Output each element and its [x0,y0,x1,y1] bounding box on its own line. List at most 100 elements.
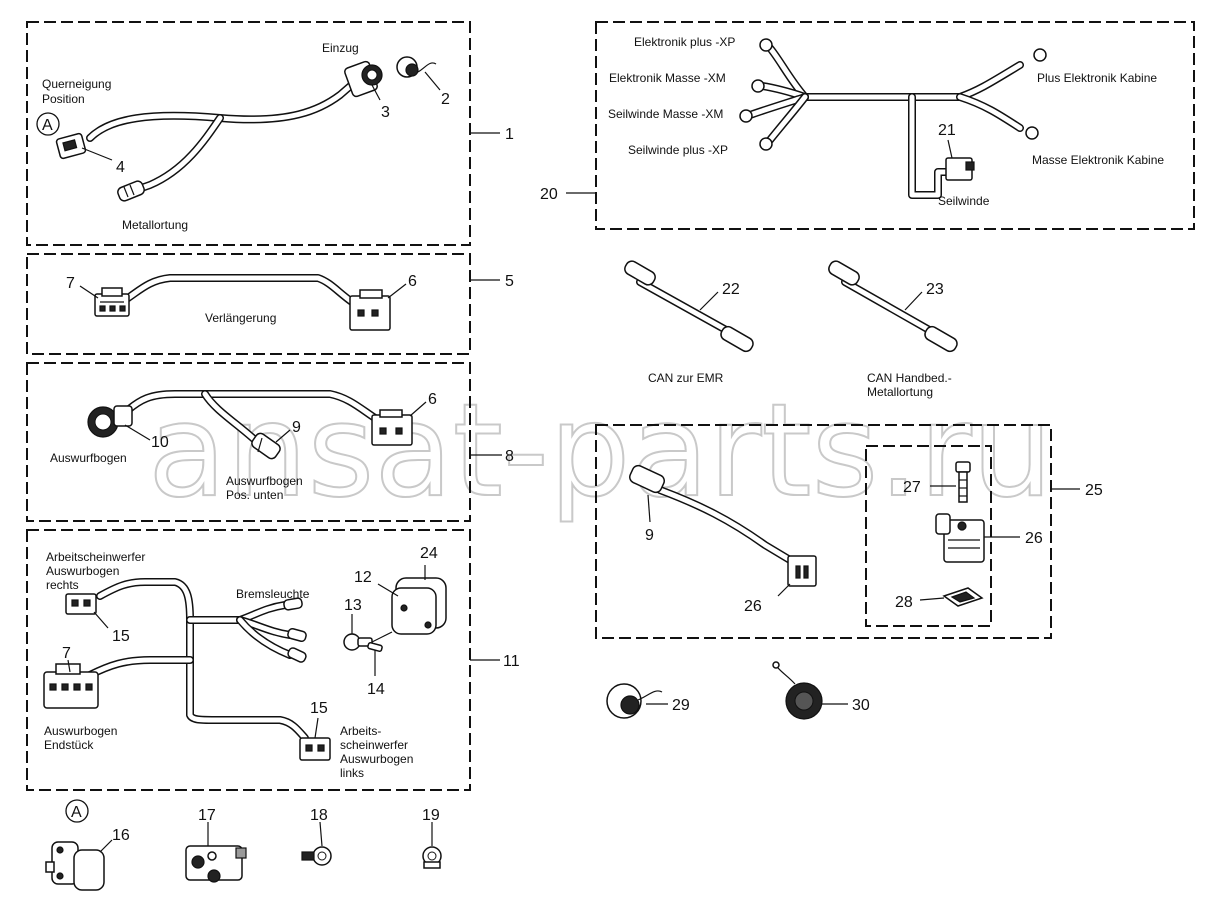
can-cable-22: 22 [624,260,754,353]
item-10-number: 10 [151,434,169,451]
label-auswurfbogen: Auswurfbogen [50,451,127,465]
can-cable-23: 23 [828,260,958,353]
callout-a-circle-2 [65,799,89,823]
group-8-auswurfbogen: 8 Auswurfbogen Auswurfbogen Pos. unten 1… [26,362,514,522]
item-24-number: 24 [420,545,438,562]
item-18-number: 18 [310,807,328,824]
cap-30 [772,661,823,720]
label-masse-kabine: Masse Elektronik Kabine [1032,153,1164,167]
item-12-number: 12 [354,569,372,586]
label-seilwinde: Seilwinde [938,194,990,208]
clamp-19 [422,846,442,869]
label-bremsleuchte: Bremsleuchte [236,587,310,601]
label-metallortung: Metallortung [122,218,188,232]
item-14-number: 14 [367,681,385,698]
connector-4 [55,132,87,160]
connector-6a [349,289,391,331]
clip-14 [367,641,383,653]
item-20-number: 20 [540,186,558,203]
valve-plug-26b [935,513,985,563]
item-7a-number: 7 [66,275,75,292]
cap-29 [606,683,663,719]
connector-9b [629,464,665,494]
metallortung-plug [117,180,145,202]
caps-29-30: 29 30 [606,661,870,720]
item-6b-number: 6 [428,391,437,408]
label-can-emr: CAN zur EMR [648,371,724,385]
connector-7b [43,663,99,709]
callout-a-circle [36,112,60,136]
item-4-number: 4 [116,159,125,176]
label-verlaengerung: Verlängerung [205,311,276,325]
item-16-number: 16 [112,827,130,844]
label-arbeits-l3: Auswurbogen [340,752,413,766]
item-26a-number: 26 [744,598,762,615]
group-5-box [26,253,471,355]
item-25-number: 25 [1085,482,1103,499]
item-13-number: 13 [344,597,362,614]
group-5-extension: 5 Verlängerung 7 6 [26,253,514,355]
item-28-number: 28 [895,594,913,611]
item-11-number: 11 [503,653,520,670]
label-arbeits-r1: Arbeitscheinwerfer [46,550,145,564]
label-endstueck-2: Endstück [44,738,94,752]
item-2-number: 2 [441,91,450,108]
label-elektronik-masse: Elektronik Masse -XM [609,71,726,85]
label-can-hand-2: Metallortung [867,385,933,399]
group-25-inner-box [865,445,992,627]
label-seilwinde-masse: Seilwinde Masse -XM [608,107,723,121]
connector-7 [94,287,130,317]
item-1-number: 1 [505,126,514,143]
lamp-24 [391,577,447,635]
item-3-number: 3 [381,104,390,121]
watermark: ansat-parts.ru [148,377,1053,526]
item-21-number: 21 [938,122,956,139]
group-8-box [26,362,471,522]
label-position: Position [42,92,85,106]
label-seilwinde-plus: Seilwinde plus -XP [628,143,728,157]
loose-parts-16-19: A 16 17 18 [45,799,442,891]
connector-3 [344,60,383,98]
item-19-number: 19 [422,807,440,824]
group-1-harness: 1 A Einzug Querneigung Position Me [26,21,514,246]
item-9b-number: 9 [645,527,654,544]
item-30-number: 30 [852,697,870,714]
item-8-number: 8 [505,448,514,465]
connector-6b [371,409,413,446]
item-6a-number: 6 [408,273,417,290]
label-endstueck-1: Auswurbogen [44,724,117,738]
label-can-hand-1: CAN Handbed.- [867,371,952,385]
screw-27 [955,461,971,503]
label-arbeits-r3: rechts [46,578,79,592]
group-20-box [595,21,1195,230]
group-25-box [595,424,1052,639]
connector-26a [787,555,817,587]
label-plus-kabine: Plus Elektronik Kabine [1037,71,1157,85]
group-25-sensor-harness: 25 9 26 27 [595,424,1103,639]
connector-15b [299,737,331,761]
group-11-lighting: 11 [26,529,520,791]
item-23-number: 23 [926,281,944,298]
label-arbeits-l2: scheinwerfer [340,738,408,752]
can-cables: 22 23 CAN zur EMR CAN Handbed.- Metallor… [624,260,958,399]
gasket-28 [942,587,984,607]
bremsleuchte-terminals [283,597,307,663]
label-elektronik-plus: Elektronik plus -XP [634,35,735,49]
item-29-number: 29 [672,697,690,714]
item-15a-number: 15 [112,628,130,645]
item-15b-number: 15 [310,700,328,717]
connector-21 [945,157,975,181]
label-querneigung: Querneigung [42,77,111,91]
item-5-number: 5 [505,273,514,290]
connector-9a [251,432,281,460]
label-arbeits-r2: Auswurbogen [46,564,119,578]
callout-a-label-2: A [71,804,82,821]
clamp-18 [301,846,332,866]
callout-a-label: A [42,117,53,134]
connector-15a [65,593,97,615]
item-26b-number: 26 [1025,530,1043,547]
item-7b-number: 7 [62,645,71,662]
item-27-number: 27 [903,479,921,496]
label-arbeits-l4: links [340,766,364,780]
